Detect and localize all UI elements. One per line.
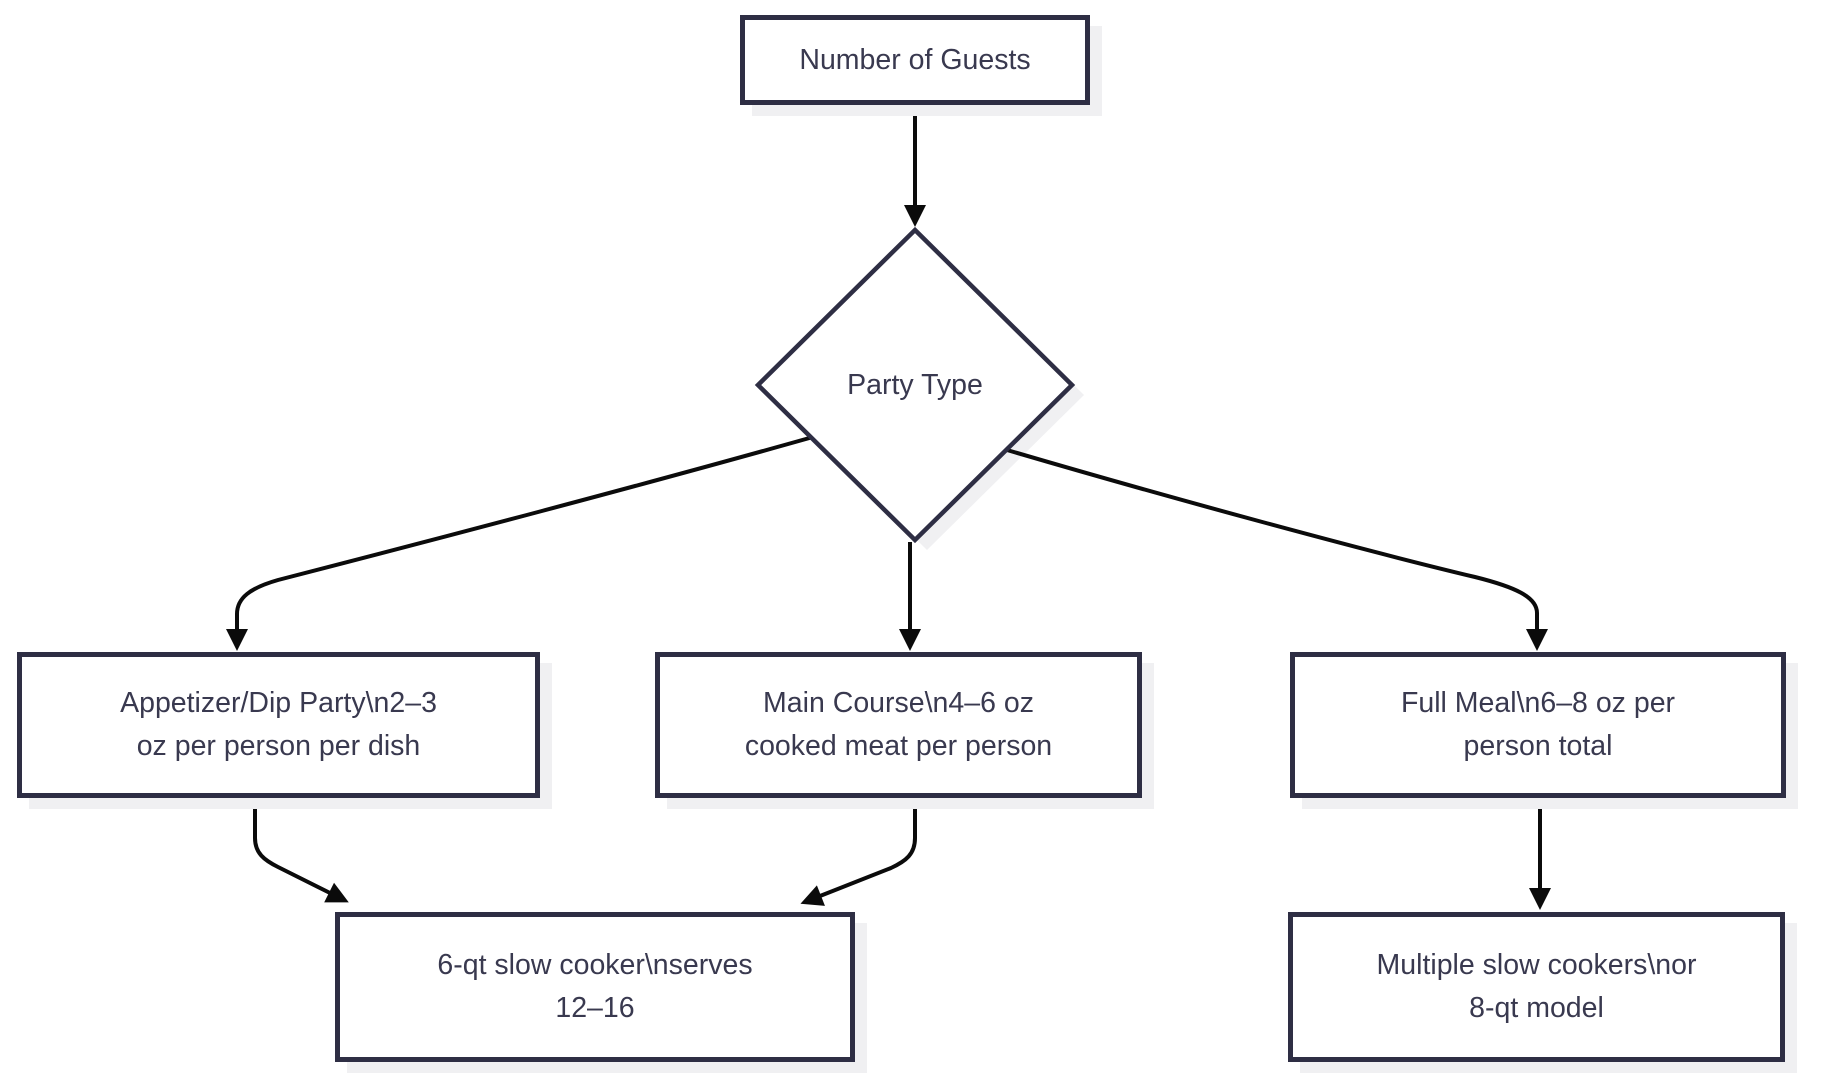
node-label-line-1: Multiple slow cookers\nor <box>1376 949 1697 981</box>
node-label-line-2: person total <box>1463 730 1613 762</box>
node-party-type-label: Party Type <box>795 355 1035 415</box>
node-label: Number of Guests <box>799 43 1031 76</box>
node-party-type-shape <box>754 226 1076 544</box>
node-label-line-1: Full Meal\n6–8 oz per <box>1400 687 1676 719</box>
node-label-line-1: Appetizer/Dip Party\n2–3 <box>120 687 437 719</box>
node-label-line-2: 12–16 <box>555 992 635 1024</box>
edge-main-course-to-six-qt <box>800 800 917 906</box>
edge-party-type-to-full-meal <box>1006 448 1548 651</box>
node-main-course: Main Course\n4–6 oz cooked meat per pers… <box>655 652 1142 798</box>
node-label-line-1: 6-qt slow cooker\nserves <box>437 949 753 981</box>
node-label-line-1: Main Course\n4–6 oz <box>763 687 1034 719</box>
node-appetizer-dip-party: Appetizer/Dip Party\n2–3 oz per person p… <box>17 652 540 798</box>
node-full-meal: Full Meal\n6–8 oz per person total <box>1290 652 1786 798</box>
node-label-line-2: 8-qt model <box>1469 992 1604 1024</box>
edge-party-type-to-appetizer <box>226 435 814 651</box>
node-label-line-2: cooked meat per person <box>744 730 1053 762</box>
node-six-qt-slow-cooker: 6-qt slow cooker\nserves 12–16 <box>335 912 855 1062</box>
node-label: Party Type <box>847 368 983 401</box>
node-label-line-2: oz per person per dish <box>136 730 421 762</box>
node-multiple-slow-cookers: Multiple slow cookers\nor 8-qt model <box>1288 912 1785 1062</box>
node-number-of-guests: Number of Guests <box>740 15 1090 105</box>
edge-appetizer-to-six-qt <box>253 800 349 903</box>
